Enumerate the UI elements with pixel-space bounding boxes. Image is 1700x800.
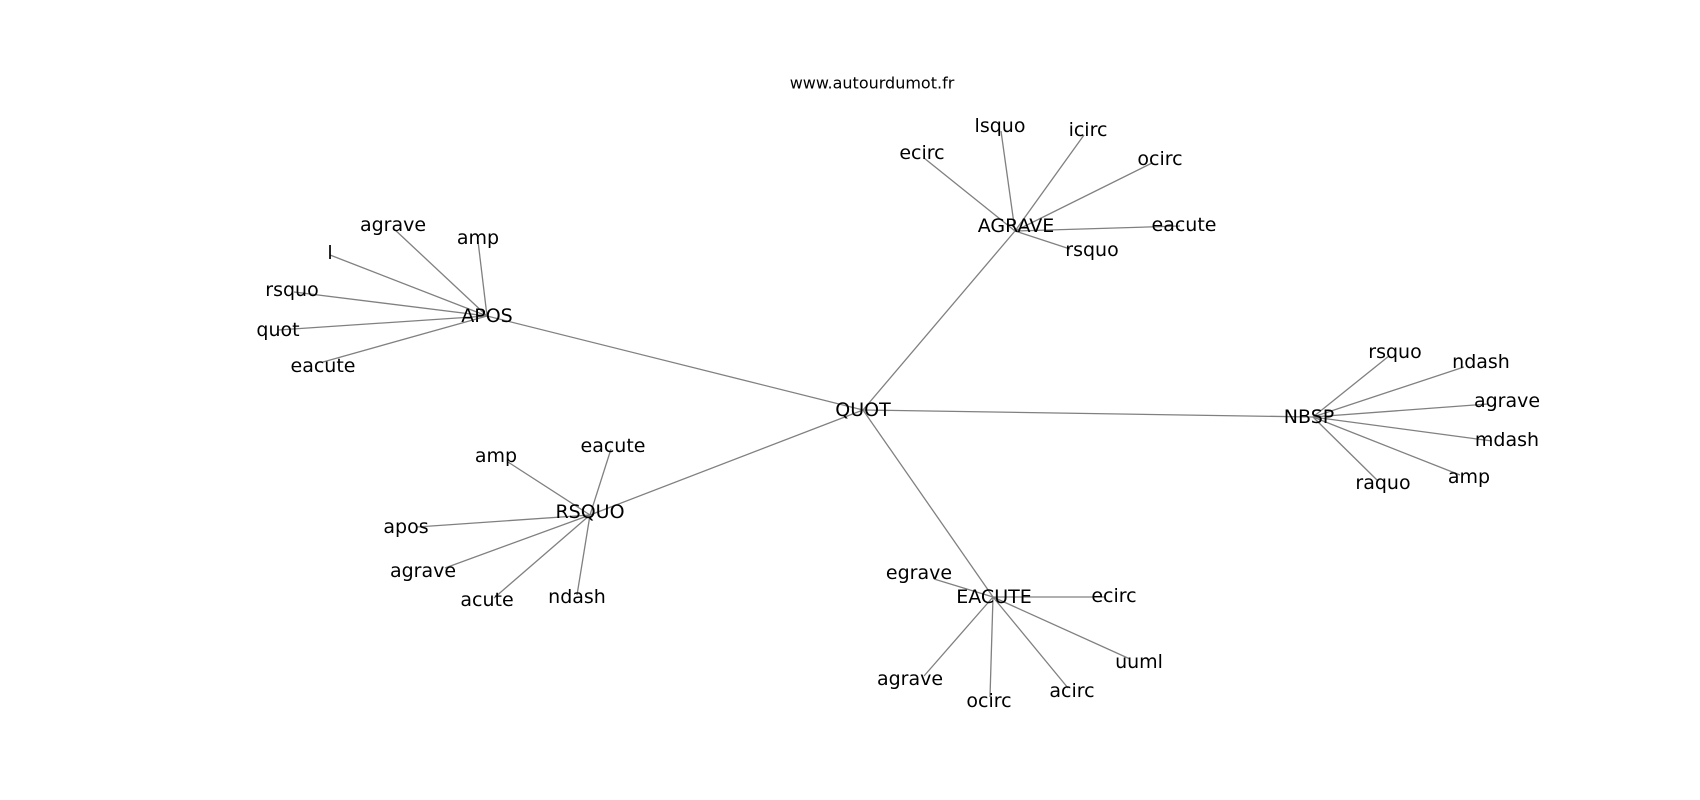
edge-rsquo-eacute [589,448,612,516]
edge-nbsp-mdash [1312,416,1493,442]
edge-eacute-ocirc [989,596,994,698]
node-hub-rsquo[interactable]: RSQUO [555,501,624,523]
watermark-text: www.autourdumot.fr [790,74,955,93]
edge-apos-quot [277,315,488,331]
edge-agrave-ocirc [1014,162,1153,232]
edge-rsquo-amp [507,461,591,516]
edge-rsquo-apos [416,514,591,528]
node-leaf-agrave-lsquo[interactable]: lsquo [975,115,1026,137]
node-leaf-nbsp-mdash[interactable]: mdash [1475,429,1539,451]
edge-nbsp-agrave [1312,403,1489,418]
edge-eacute-egrave [933,578,994,598]
node-leaf-agrave-eacute[interactable]: eacute [1152,214,1217,236]
node-hub-eacute[interactable]: EACUTE [956,586,1031,608]
edge-quot-agrave [862,230,1016,411]
edge-eacute-acirc [992,596,1069,689]
node-leaf-apos-amp[interactable]: amp [457,227,499,249]
node-leaf-rsquo-amp[interactable]: amp [475,445,517,467]
edge-eacute-uuml [992,596,1131,660]
edge-quot-apos [486,315,864,411]
edge-apos-amp [477,240,488,317]
edge-apos-l [329,254,488,317]
node-leaf-rsquo-ndash[interactable]: ndash [548,586,606,608]
node-center-quot[interactable]: QUOT [835,399,891,421]
node-leaf-eacute-ocirc[interactable]: ocirc [966,690,1011,712]
node-leaf-apos-quot[interactable]: quot [256,319,299,341]
node-leaf-eacute-acirc[interactable]: acirc [1049,680,1094,702]
node-leaf-nbsp-ndash[interactable]: ndash [1452,351,1510,373]
node-hub-agrave[interactable]: AGRAVE [978,215,1055,237]
edge-apos-agrave [392,227,488,317]
edge-apos-rsquo [293,291,488,317]
edge-nbsp-amp [1312,416,1461,476]
node-leaf-eacute-ecirc[interactable]: ecirc [1091,585,1136,607]
edge-agrave-lsquo [1000,130,1016,232]
edge-rsquo-ndash [576,514,591,596]
node-leaf-agrave-icirc[interactable]: icirc [1069,119,1108,141]
node-leaf-eacute-egrave[interactable]: egrave [886,562,952,584]
edge-rsquo-agrave [444,514,591,569]
node-leaf-rsquo-eacute[interactable]: eacute [581,435,646,457]
edge-apos-eacute [322,315,488,363]
graph-edges [277,130,1493,698]
edge-quot-eacute [862,409,994,598]
node-leaf-nbsp-amp[interactable]: amp [1448,466,1490,488]
node-leaf-agrave-ocirc[interactable]: ocirc [1137,148,1182,170]
edge-quot-rsquo [589,409,864,516]
node-leaf-nbsp-raquo[interactable]: raquo [1355,472,1410,494]
edge-quot-nbsp [862,409,1314,418]
node-leaf-apos-rsquo[interactable]: rsquo [265,279,318,301]
node-leaf-eacute-agrave[interactable]: agrave [877,668,943,690]
node-leaf-apos-l[interactable]: l [327,242,332,264]
node-hub-apos[interactable]: APOS [461,305,512,327]
node-leaf-rsquo-apos[interactable]: apos [383,516,428,538]
edge-nbsp-rsquo [1312,355,1390,418]
node-leaf-nbsp-rsquo[interactable]: rsquo [1368,341,1421,363]
graph-labels: QUOTAPOSagraveamplrsquoquoteacuteAGRAVEe… [256,115,1540,712]
edge-agrave-icirc [1014,134,1085,232]
node-leaf-apos-agrave[interactable]: agrave [360,214,426,236]
node-leaf-rsquo-agrave[interactable]: agrave [390,560,456,582]
node-leaf-rsquo-acute[interactable]: acute [460,589,513,611]
node-leaf-agrave-rsquo[interactable]: rsquo [1065,239,1118,261]
edge-nbsp-raquo [1312,416,1379,482]
node-leaf-eacute-uuml[interactable]: uuml [1115,651,1163,673]
node-leaf-agrave-ecirc[interactable]: ecirc [899,142,944,164]
node-hub-nbsp[interactable]: NBSP [1284,406,1334,428]
edge-agrave-rsquo [1014,230,1071,250]
node-leaf-nbsp-agrave[interactable]: agrave [1474,390,1540,412]
edge-eacute-agrave [923,596,994,677]
edge-agrave-eacute [1014,225,1181,232]
node-leaf-apos-eacute[interactable]: eacute [291,355,356,377]
edge-nbsp-ndash [1312,366,1465,418]
edge-agrave-ecirc [923,157,1016,232]
edge-rsquo-acute [493,514,591,599]
